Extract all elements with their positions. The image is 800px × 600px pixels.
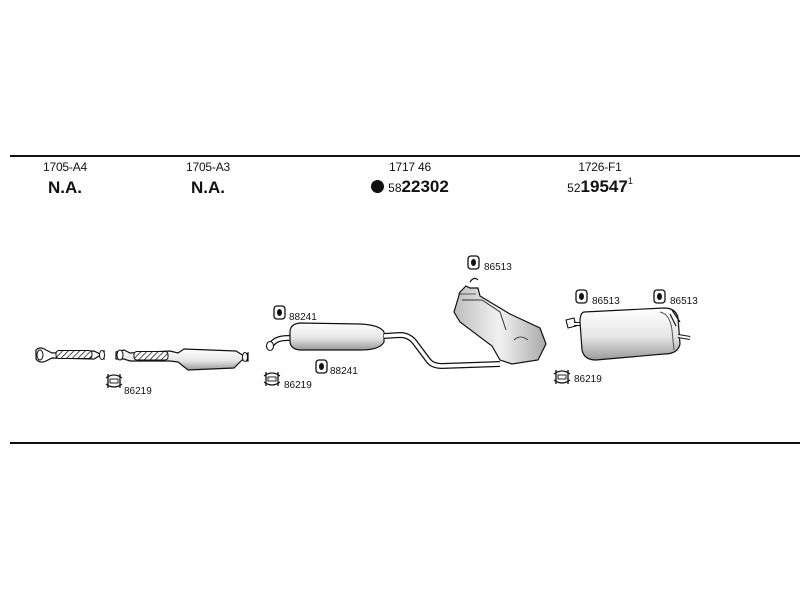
filled-circle-icon [371, 180, 385, 193]
rubber-hanger-icon [467, 255, 480, 270]
pipe-clamp-icon [105, 374, 123, 388]
section-code: 1705-A4 [43, 160, 87, 174]
section-status: N.A. [48, 178, 82, 197]
top-divider-line [10, 155, 800, 157]
part-number-superscript: 1 [627, 176, 633, 186]
rubber-hanger-icon [273, 305, 286, 320]
section-header-3: 1717 46 5822302 [355, 161, 465, 195]
pipe-clamp-icon [263, 372, 281, 386]
section-code: 1726-F1 [578, 160, 622, 174]
center-muffler-pipe [265, 322, 501, 369]
part-label: 86513 [592, 296, 620, 307]
part-label: 86513 [670, 296, 698, 307]
part-number-prefix: 58 [388, 181, 402, 195]
pipe-clamp-icon [553, 370, 571, 384]
part-number: 52195471 [545, 176, 655, 196]
section-code: 1705-A3 [186, 160, 230, 174]
part-label: 88241 [289, 312, 317, 323]
part-number-main: 19547 [580, 177, 628, 196]
rear-silencer-mid [453, 277, 547, 365]
section-header-4: 1726-F1 52195471 [545, 161, 655, 195]
rubber-hanger-icon [315, 359, 328, 374]
part-label: 86219 [284, 380, 312, 391]
bottom-divider-line [10, 442, 800, 444]
rear-muffler [565, 307, 691, 361]
section-header-1: 1705-A4 N.A. [30, 161, 100, 196]
part-number-main: 22302 [401, 177, 449, 196]
part-number-prefix: 52 [567, 181, 581, 195]
part-number: 5822302 [355, 178, 465, 195]
front-flex-pipe [35, 347, 105, 363]
part-label: 88241 [330, 366, 358, 377]
part-label: 86513 [484, 262, 512, 273]
rubber-hanger-icon [653, 289, 666, 304]
rubber-hanger-icon [575, 289, 588, 304]
section-status: N.A. [191, 178, 225, 197]
catalyst-pipe [115, 348, 249, 371]
part-label: 86219 [574, 374, 602, 385]
section-header-2: 1705-A3 N.A. [173, 161, 243, 196]
part-label: 86219 [124, 386, 152, 397]
section-code: 1717 46 [389, 160, 431, 174]
